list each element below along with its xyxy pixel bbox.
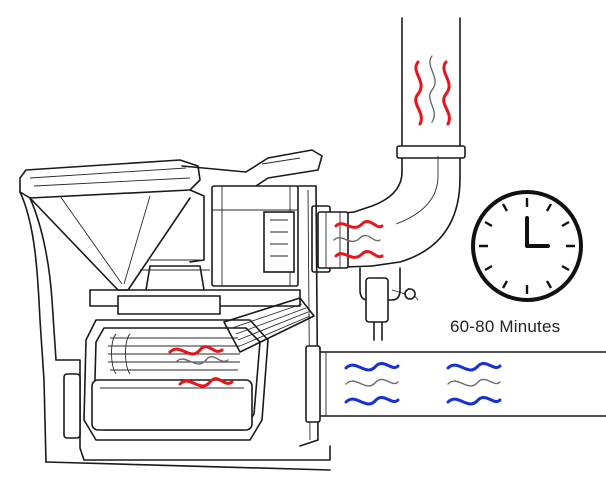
- cool-wave: [446, 395, 502, 406]
- neutral-wave: [429, 55, 436, 123]
- drum-slats: [108, 333, 240, 375]
- roaster-body: [19, 149, 323, 463]
- timer-label: 60-80 Minutes: [450, 317, 561, 336]
- hot-wave: [178, 377, 234, 388]
- cooling-duct: [305, 345, 606, 423]
- hot-wave: [414, 60, 423, 126]
- cooling-fins: [223, 297, 315, 353]
- neutral-wave: [333, 234, 381, 243]
- cool-wave: [344, 395, 400, 406]
- neutral-wave: [175, 355, 229, 365]
- hot-wave: [334, 250, 384, 259]
- cool-air-waves: [344, 361, 502, 406]
- damper-valve: [359, 267, 419, 341]
- hot-wave: [442, 60, 451, 126]
- hot-air-waves: [168, 55, 451, 388]
- neutral-wave: [345, 378, 399, 387]
- neutral-wave: [447, 378, 501, 387]
- hot-wave: [168, 345, 224, 356]
- clock-icon: [471, 190, 583, 302]
- cool-wave: [344, 361, 400, 372]
- exhaust-stack: [311, 17, 466, 273]
- hot-wave: [334, 220, 384, 229]
- roasting-drum: [45, 319, 331, 471]
- cool-wave: [446, 361, 502, 372]
